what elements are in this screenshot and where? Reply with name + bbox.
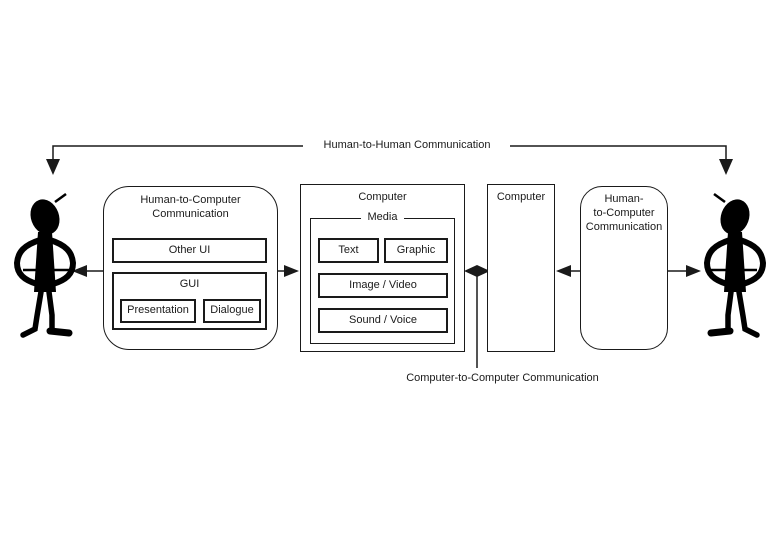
computer-panel: Computer (487, 184, 555, 352)
media-box: Media Text Graphic Image / Video Sound /… (310, 211, 455, 344)
arrowhead-into-media (284, 265, 299, 277)
arrowhead-left-figure (72, 265, 87, 277)
computer-to-computer-label: Computer-to-Computer Communication (390, 372, 615, 386)
arrowhead-right-figure (686, 265, 701, 277)
right-panel-title: Human- to-Computer Communication (585, 193, 663, 233)
h2h-line-right (510, 145, 727, 160)
arrowhead-down-right (719, 159, 733, 175)
media-image-video-box: Image / Video (318, 273, 448, 298)
human-to-human-label: Human-to-Human Communication (307, 139, 507, 153)
arrowhead-into-computer (556, 265, 571, 277)
gui-label: GUI (179, 278, 200, 290)
gui-box: GUI Presentation Dialogue (112, 272, 267, 330)
media-sound-voice-box: Sound / Voice (318, 308, 448, 333)
other-ui-box: Other UI (112, 238, 267, 263)
human-figure-left-icon (13, 192, 77, 338)
presentation-box: Presentation (120, 299, 196, 323)
media-graphic-box: Graphic (384, 238, 448, 263)
media-label: Media (360, 211, 405, 225)
arrowhead-media-left (464, 265, 477, 277)
human-to-computer-left-panel: Human-to-Computer Communication Other UI… (103, 186, 278, 350)
human-figure-right-icon (707, 194, 763, 335)
h2h-line-left (52, 145, 303, 160)
computer-media-panel: Computer Media Text Graphic Image / Vide… (300, 184, 465, 352)
dialogue-box: Dialogue (203, 299, 261, 323)
arrowhead-down-left (46, 159, 60, 175)
arrowhead-media-right (477, 265, 490, 277)
media-panel-title: Computer (358, 191, 407, 203)
media-text-box: Text (318, 238, 379, 263)
left-panel-title: Human-to-Computer Communication (140, 194, 241, 220)
human-to-computer-right-panel: Human- to-Computer Communication (580, 186, 668, 350)
computer-panel-title: Computer (496, 191, 546, 203)
